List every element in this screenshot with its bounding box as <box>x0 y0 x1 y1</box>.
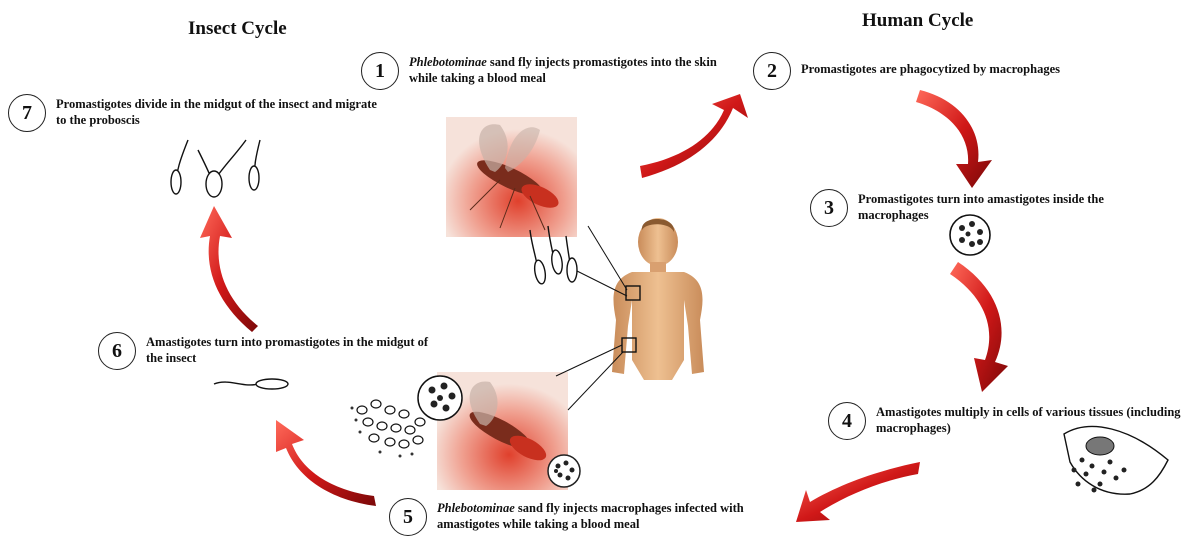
step-7-number: 7 <box>8 94 46 132</box>
step-1-number: 1 <box>361 52 399 90</box>
promastigote-icon-group-7 <box>171 140 260 197</box>
arrow-step4-to-step5 <box>796 462 920 522</box>
step-3-number: 3 <box>810 189 848 227</box>
step-3: 3 Promastigotes turn into amastigotes in… <box>810 189 1170 227</box>
step-5: 5 Phlebotominae sand fly injects macroph… <box>389 498 769 536</box>
step-2-text: Promastigotes are phagocytized by macrop… <box>801 52 1060 77</box>
step-4-number: 4 <box>828 402 866 440</box>
step-2-number: 2 <box>753 52 791 90</box>
step-5-text: Phlebotominae sand fly injects macrophag… <box>437 498 769 532</box>
step-6: 6 Amastigotes turn into promastigotes in… <box>98 332 438 370</box>
step-7: 7 Promastigotes divide in the midgut of … <box>8 94 378 132</box>
arrow-step2-to-step3 <box>916 90 992 188</box>
human-figure-image <box>556 218 704 410</box>
insect-cycle-heading: Insect Cycle <box>188 18 287 40</box>
promastigote-icon-step6 <box>214 379 288 389</box>
step-5-number: 5 <box>389 498 427 536</box>
step-3-text: Promastigotes turn into amastigotes insi… <box>858 189 1170 223</box>
step-4-text: Amastigotes multiply in cells of various… <box>876 402 1190 436</box>
step-1-text: Phlebotominae sand fly injects promastig… <box>409 52 731 86</box>
step-6-number: 6 <box>98 332 136 370</box>
step-2: 2 Promastigotes are phagocytized by macr… <box>753 52 1173 90</box>
step-7-text: Promastigotes divide in the midgut of th… <box>56 94 378 128</box>
step-1-italic: Phlebotominae <box>409 55 487 69</box>
arrow-step3-to-step4 <box>950 262 1008 392</box>
step-6-text: Amastigotes turn into promastigotes in t… <box>146 332 438 366</box>
step-1: 1 Phlebotominae sand fly injects promast… <box>361 52 731 90</box>
human-cycle-heading: Human Cycle <box>862 10 973 32</box>
sand-fly-image-top <box>446 117 577 237</box>
step-4: 4 Amastigotes multiply in cells of vario… <box>828 402 1190 440</box>
arrow-step1-to-step2 <box>640 94 748 178</box>
step-5-italic: Phlebotominae <box>437 501 515 515</box>
arrow-step6-to-step7 <box>200 206 258 332</box>
